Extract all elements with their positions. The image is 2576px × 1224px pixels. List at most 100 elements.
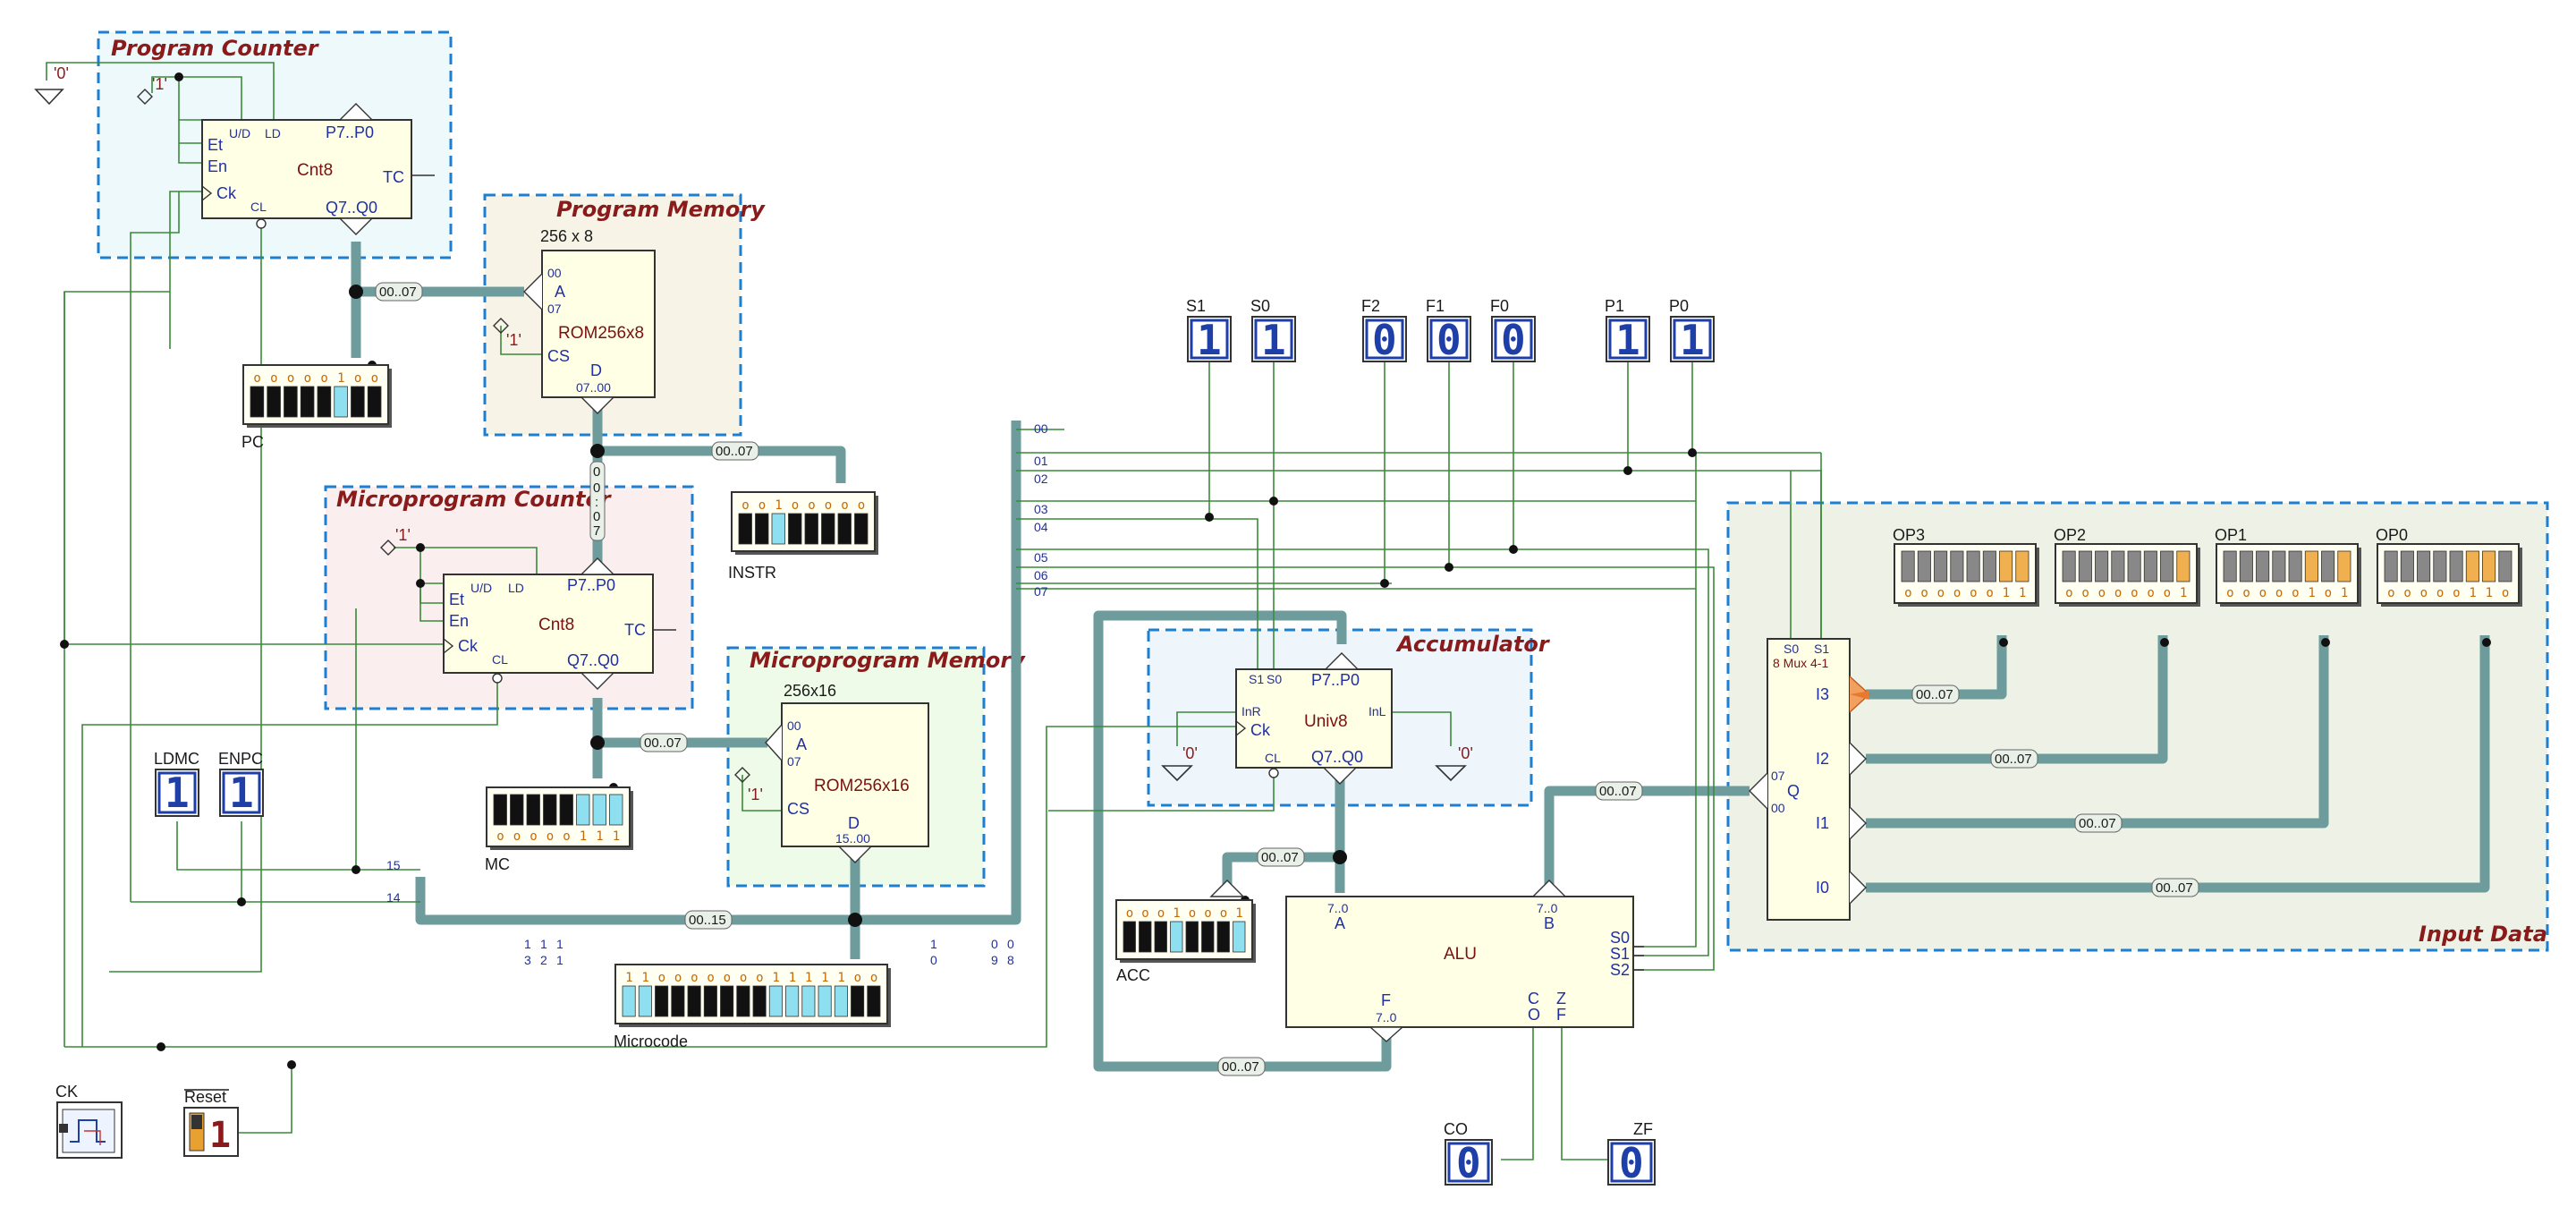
const-zero-pc: '0' [34, 64, 69, 106]
display-bit-label: o [2325, 586, 2332, 600]
reset-switch[interactable]: Reset 1 [183, 1088, 239, 1157]
svg-text:00..07: 00..07 [379, 285, 417, 300]
display-bit-bar [2498, 550, 2512, 582]
svg-text:00..07: 00..07 [1261, 850, 1299, 865]
display-bit-bar [788, 513, 802, 545]
microprogram-counter-chip[interactable]: U/D LD P7..P0 Et En Ck TC CL Q7..Q0 Cnt8 [443, 557, 676, 690]
display-bit-bar [785, 985, 800, 1017]
accumulator-chip[interactable]: S1 S0 P7..P0 InR Ck InL CL Q7..Q0 Univ8 [1235, 652, 1393, 785]
svg-text:00: 00 [1771, 801, 1785, 815]
svg-text:04: 04 [1034, 520, 1048, 534]
svg-text:00: 00 [547, 266, 562, 280]
frame-title: Input Data [2419, 922, 2547, 947]
frame-title: Accumulator [1395, 632, 1551, 657]
switch-P0[interactable]: P0 1 [1669, 297, 1715, 364]
switch-F2[interactable]: F2 0 [1361, 297, 1407, 364]
svg-text:Ck: Ck [1250, 721, 1271, 739]
svg-text:03: 03 [1034, 502, 1048, 516]
svg-text:D: D [848, 814, 860, 832]
display-bit-label: o [691, 971, 698, 985]
display-bit-label: 1 [837, 971, 844, 985]
display-bit-label: o [792, 498, 799, 513]
display-bit-bar [703, 985, 717, 1017]
display-bit-bar [267, 386, 281, 418]
svg-text:P7..P0: P7..P0 [1311, 671, 1360, 689]
svg-text:S0: S0 [1610, 929, 1630, 947]
switch-S0[interactable]: S0 1 [1250, 297, 1296, 364]
display-bit-bar [1950, 550, 1964, 582]
display-bit-label: o [2164, 586, 2171, 600]
rom256x16-chip[interactable]: 256x16 00 A 07 CS D 15..00 ROM256x16 [765, 682, 929, 863]
display-bit-label: o [530, 829, 537, 844]
display-bit-bar [2272, 550, 2286, 582]
display-bit-label: o [808, 498, 815, 513]
display-bit-label: o [825, 498, 832, 513]
svg-text:InL: InL [1368, 704, 1386, 718]
display-bit-label: o [1904, 586, 1911, 600]
svg-text:2: 2 [540, 953, 547, 967]
display-bit-label: o [740, 971, 747, 985]
switch-F0[interactable]: F0 0 [1490, 297, 1536, 364]
switch-LDMC[interactable]: LDMC 1 [154, 750, 199, 817]
svg-text:I0: I0 [1816, 879, 1829, 897]
display-bit-label: o [304, 371, 311, 386]
switch-S1[interactable]: S1 1 [1186, 297, 1232, 364]
svg-text:0: 0 [1619, 1139, 1644, 1187]
display-bit-label: o [287, 371, 294, 386]
svg-text:0: 0 [1372, 316, 1397, 364]
mux-chip[interactable]: S0 S1 8 Mux 4-1 I3 I2 I1 I0 Q 07 00 [1749, 638, 1871, 921]
switch-F1[interactable]: F1 0 [1426, 297, 1471, 364]
svg-text:CL: CL [250, 200, 267, 214]
display-bit-bar [638, 985, 652, 1017]
display-bit-label: o [2436, 586, 2444, 600]
svg-text:Q7..Q0: Q7..Q0 [326, 199, 377, 217]
display-bit-label: o [320, 371, 327, 386]
display-bit-label: o [870, 971, 877, 985]
svg-text:07: 07 [787, 754, 801, 769]
display-bit-label: o [1986, 586, 1993, 600]
display-bit-bar [2127, 550, 2141, 582]
program-counter-chip[interactable]: U/D LD P7..P0 Et En Ck TC CL Q7..Q0 Cnt8 [201, 103, 435, 235]
display-bit-bar [317, 386, 332, 418]
svg-text:F: F [1381, 991, 1391, 1009]
rom256x8-chip[interactable]: 256 x 8 00 A 07 CS D 07..00 ROM256x8 [523, 227, 656, 414]
svg-text:I3: I3 [1816, 685, 1829, 703]
display-bit-label: o [2131, 586, 2138, 600]
svg-text:ROM256x16: ROM256x16 [814, 777, 910, 795]
display-bit-bar [1170, 921, 1183, 953]
display-bit-bar [1934, 550, 1948, 582]
svg-text:CL: CL [492, 652, 508, 667]
display-bit-bar [801, 985, 816, 1017]
display-bit-label: o [2403, 586, 2411, 600]
display-bit-bar [1185, 921, 1199, 953]
svg-text:Q7..Q0: Q7..Q0 [567, 651, 619, 669]
svg-text:1: 1 [524, 937, 531, 951]
frame-title: Program Memory [556, 197, 766, 222]
display-bit-label: o [758, 498, 766, 513]
svg-text:A: A [796, 735, 807, 753]
svg-text:7..0: 7..0 [1376, 1010, 1397, 1024]
clock-ck[interactable]: CK [55, 1083, 123, 1159]
svg-text:Q: Q [1787, 782, 1800, 800]
control-line-labels: 00 01 02 03 04 05 06 07 15 14 [386, 421, 1048, 905]
svg-text:En: En [208, 157, 227, 175]
display-bit-label: o [741, 498, 749, 513]
svg-text:0: 0 [1007, 937, 1014, 951]
alu-chip[interactable]: 7..0 A 7..0 B S0 S1 S2 F 7..0 C O Z F AL… [1209, 880, 1644, 1042]
svg-text:02: 02 [1034, 472, 1048, 486]
switch-ENPC[interactable]: ENPC 1 [218, 750, 264, 817]
display-bit-label: o [253, 371, 260, 386]
switch-P1[interactable]: P1 1 [1605, 297, 1650, 364]
display-bit-bar [768, 985, 783, 1017]
svg-text:U/D: U/D [229, 126, 250, 140]
svg-text:00..07: 00..07 [1222, 1059, 1259, 1075]
display-bit-bar [1917, 550, 1931, 582]
display-bit-bar [1154, 921, 1167, 953]
display-bit-bar [752, 985, 767, 1017]
svg-text:Et: Et [449, 591, 464, 608]
display-bit-bar [867, 985, 881, 1017]
display-bit-bar [493, 794, 507, 826]
